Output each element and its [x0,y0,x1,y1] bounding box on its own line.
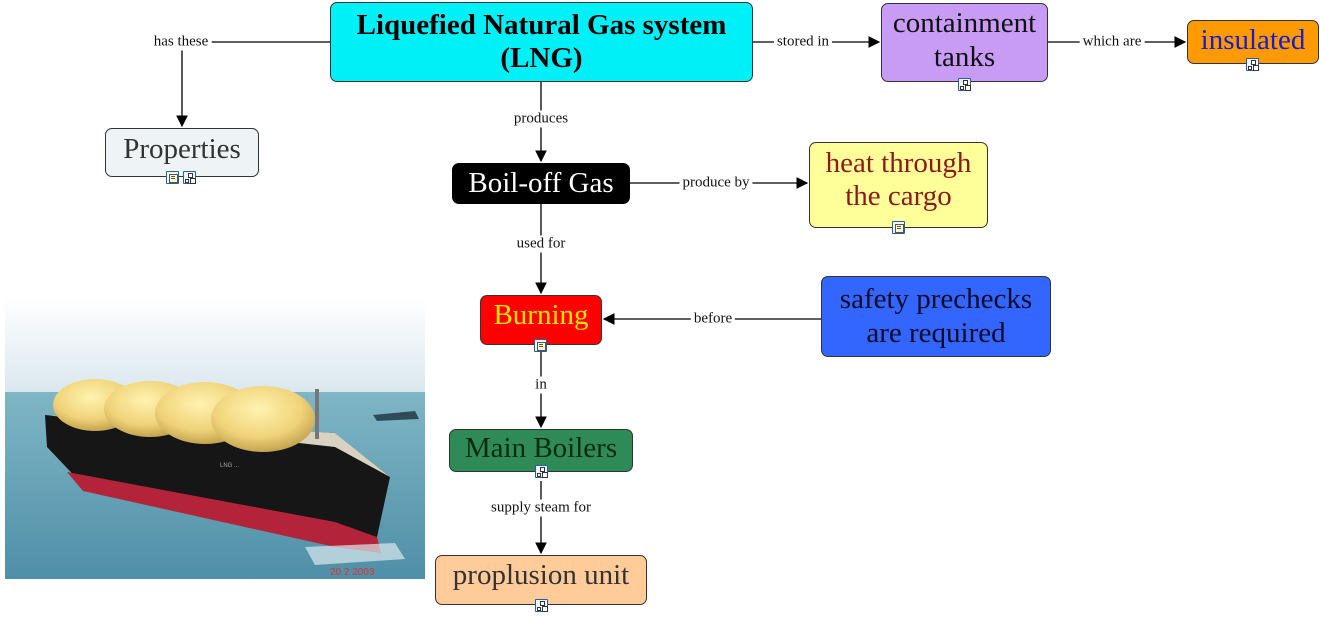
label-in: in [532,376,550,394]
concept-map-icon[interactable] [1246,58,1259,71]
concept-main-boilers-text: Main Boilers [464,431,618,464]
label-which-are: which are [1079,33,1145,51]
concept-containment-tanks[interactable]: containment tanks [881,3,1048,82]
doc-icon[interactable] [166,171,179,184]
label-produces: produces [510,110,572,128]
doc-icon[interactable] [892,221,905,234]
concept-map-icon[interactable] [535,599,548,612]
label-supply-steam-for: supply steam for [488,499,594,517]
label-used-for: used for [513,235,569,253]
concept-boil-off-gas[interactable]: Boil-off Gas [452,163,630,204]
concept-burning-text: Burning [493,299,589,332]
concept-safety-prechecks[interactable]: safety prechecks are required [821,276,1051,357]
label-produce-by: produce by [679,174,753,192]
concept-containment-tanks-text: containment tanks [892,7,1037,73]
lng-carrier-photo: 20 2 2003 LNG ... [5,297,425,579]
concept-boil-off-gas-text: Boil-off Gas [468,166,614,199]
label-has-these: has these [150,33,212,51]
photo-ship-name: LNG ... [220,463,239,469]
edge-has-these [176,41,330,128]
photo-date-stamp: 20 2 2003 [330,567,375,578]
concept-main-boilers[interactable]: Main Boilers [449,429,633,472]
concept-propulsion-unit[interactable]: proplusion unit [435,555,647,605]
concept-propulsion-unit-text: proplusion unit [452,559,630,592]
concept-lng-text: Liquefied Natural Gas system (LNG) [356,8,727,74]
concept-burning[interactable]: Burning [480,295,602,345]
label-stored-in: stored in [773,33,833,51]
concept-map-icon[interactable] [183,171,196,184]
concept-map-icon[interactable] [958,78,971,91]
concept-lng[interactable]: Liquefied Natural Gas system (LNG) [330,2,753,82]
concept-heat-through-cargo[interactable]: heat through the cargo [809,142,988,228]
concept-insulated-text: insulated [1200,24,1306,57]
concept-heat-through-cargo-text: heat through the cargo [825,146,972,212]
concept-safety-prechecks-text: safety prechecks are required [839,283,1033,349]
doc-icon[interactable] [534,339,547,352]
concept-map-icon[interactable] [535,465,548,478]
label-before: before [690,310,736,328]
concept-properties-text: Properties [123,132,241,165]
concept-properties[interactable]: Properties [105,128,259,177]
